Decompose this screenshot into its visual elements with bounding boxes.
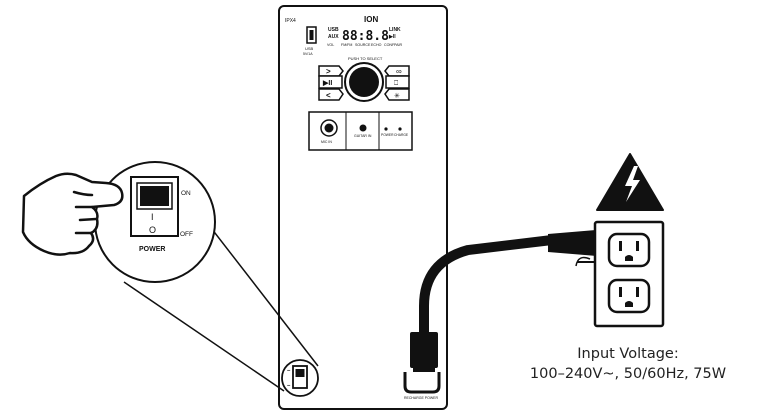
charge-indicator-led: [398, 127, 402, 131]
switch-off-label: OFF: [180, 231, 193, 238]
power-inlet[interactable]: RECHARGE POWER: [403, 372, 441, 400]
prev-button[interactable]: <: [318, 88, 344, 101]
link-icon: ∞: [396, 67, 402, 76]
next-icon: >: [326, 67, 331, 76]
panel-switch-off-mark: –: [287, 383, 291, 389]
usb-port-sublabel: 5V/1A: [303, 52, 313, 56]
pointing-hand-icon: [21, 172, 124, 256]
guitar-in-label: GUITAR IN: [354, 134, 372, 138]
power-indicator-led: [384, 127, 388, 131]
display-label-4: CONF: [384, 43, 395, 47]
usb-port-label: USB: [305, 46, 314, 51]
switch-on-glyph: I: [151, 212, 154, 222]
power-indicator-label: POWER: [381, 133, 394, 137]
play-pause-button[interactable]: ▶II: [318, 75, 343, 89]
input-panel: MIC IN GUITAR IN POWER CHARGE: [308, 111, 413, 151]
guitar-jack[interactable]: [359, 124, 367, 132]
display-label-0: VOL: [327, 43, 334, 47]
mode-icon: ⎕: [394, 80, 398, 87]
display-label-3: ECHO: [371, 43, 382, 47]
input-voltage-spec: Input Voltage: 100–240V~, 50/60Hz, 75W: [500, 344, 756, 384]
play-pause-icon: ▶II: [322, 80, 332, 87]
volume-select-knob[interactable]: [344, 62, 384, 102]
ipx-label: IPX4: [285, 18, 296, 24]
cord-connector: [410, 332, 438, 372]
display-label-2: SOURCE: [355, 43, 371, 47]
power-switch-magnified: I O ON OFF POWER: [94, 161, 216, 283]
input-voltage-value: 100–240V~, 50/60Hz, 75W: [529, 366, 727, 382]
input-voltage-title: Input Voltage:: [577, 346, 679, 362]
display-label-1: FM/FM: [341, 43, 352, 47]
high-voltage-warning-icon: [596, 153, 664, 211]
speaker-rear-panel: IPX4 ION USB 5V/1A USB AUX 88:8.8 LINK ▶…: [278, 5, 448, 410]
switch-power-title: POWER: [139, 246, 165, 253]
next-button[interactable]: >: [318, 65, 344, 77]
charge-indicator-label: CHARGE: [394, 133, 409, 137]
display-link-indicator: LINK: [389, 27, 401, 33]
panel-power-switch[interactable]: – –: [281, 359, 319, 397]
display-label-5: PAIR: [394, 43, 403, 47]
brand-logo: ION: [364, 15, 378, 24]
display-usb-indicator: USB: [328, 27, 339, 33]
mic-in-label: MIC IN: [321, 140, 332, 144]
switch-on-label: ON: [181, 190, 191, 197]
link-button[interactable]: ∞: [384, 65, 410, 77]
prev-icon: <: [326, 91, 331, 100]
switch-off-glyph: O: [149, 225, 156, 235]
light-button[interactable]: ✳: [384, 88, 410, 101]
power-inlet-label: RECHARGE POWER: [404, 396, 439, 400]
panel-switch-on-mark: –: [287, 368, 291, 374]
display-digits: 88:8.8: [342, 29, 389, 44]
wall-outlet: [593, 220, 665, 328]
mode-button[interactable]: ⎕: [385, 75, 410, 89]
selector-label: PUSH TO SELECT: [348, 56, 383, 61]
outlet-socket-top: [607, 232, 651, 268]
display-play-indicator: ▶II: [388, 34, 396, 40]
power-rocker-switch[interactable]: I O: [130, 176, 179, 237]
display-aux-indicator: AUX: [328, 34, 339, 40]
light-icon: ✳: [394, 92, 400, 100]
outlet-socket-bottom: [607, 278, 651, 314]
